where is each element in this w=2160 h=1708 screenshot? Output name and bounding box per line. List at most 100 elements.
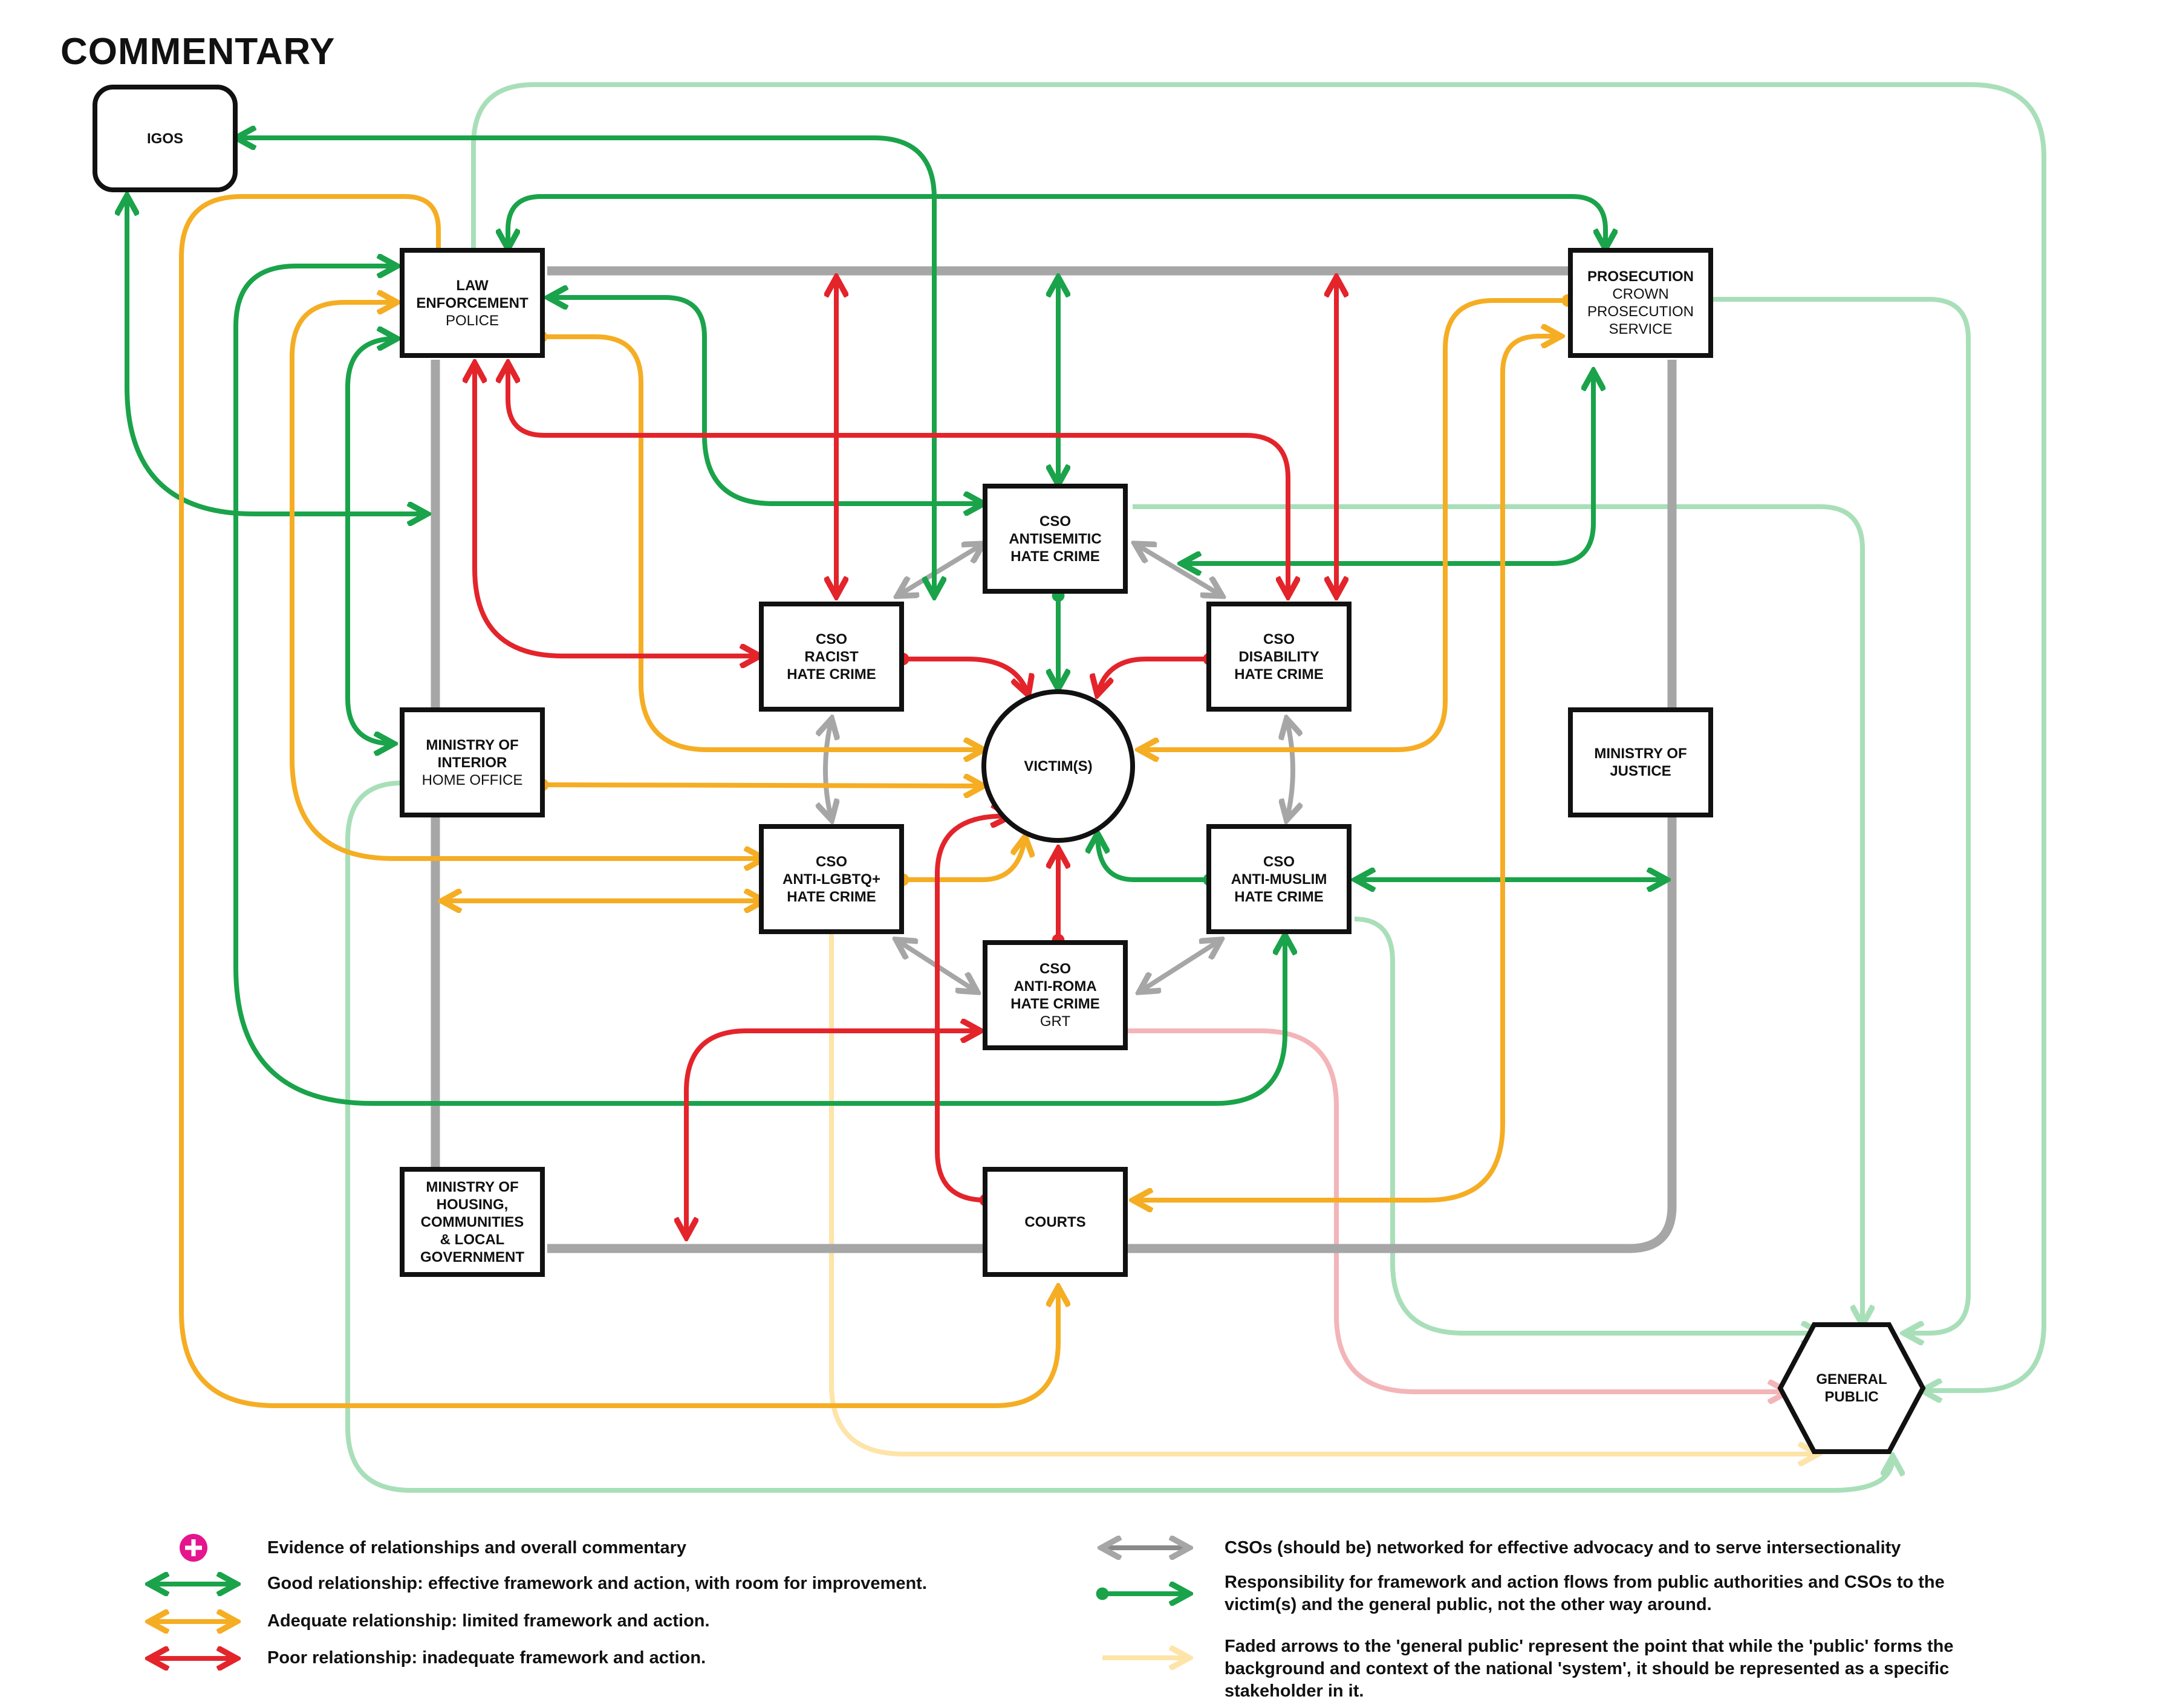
faded-arrow-law-public	[471, 82, 2046, 1391]
network-arrow-antisemitic-disability	[1136, 544, 1222, 596]
legend-poor-text: Poor relationship: inadequate framework …	[267, 1648, 706, 1667]
node-housing-line2: HOUSING,	[436, 1196, 509, 1213]
node-prosecution-line1: PROSECUTION	[1587, 268, 1694, 285]
poor-arrow-disability-victims	[1098, 659, 1209, 694]
node-victims[interactable]: VICTIM(S)	[981, 689, 1135, 843]
node-justice-line2: JUSTICE	[1610, 763, 1671, 779]
adequate-arrow-law-lgbtq	[290, 302, 763, 859]
node-interior-line3: HOME OFFICE	[421, 771, 523, 788]
node-roma-line2: ANTI-ROMA	[1013, 978, 1097, 995]
faded-arrow-antisemitic-public	[1133, 504, 1862, 1324]
legend-responsibility-line2: victim(s) and the general public, not th…	[1225, 1595, 1712, 1614]
legend-adequate-text: Adequate relationship: limited framework…	[267, 1611, 710, 1631]
good-arrow-law-antisemitic	[549, 297, 983, 504]
good-arrow-prosecution-antisemitic	[1182, 372, 1593, 563]
node-roma-line4: GRT	[1039, 1013, 1071, 1030]
node-law-line2: ENFORCEMENT	[416, 294, 529, 311]
node-prosecution-line2: CROWN	[1612, 286, 1669, 302]
adequate-arrow-lgbtq-victims	[903, 837, 1025, 880]
poor-arrow-roma-frame	[686, 1031, 980, 1236]
node-public-line2: PUBLIC	[1824, 1389, 1879, 1405]
node-prosecution-line3: PROSECUTION	[1587, 304, 1694, 320]
node-lgbtq-line3: HATE CRIME	[787, 888, 876, 905]
legend-faded-text: Faded arrows to the 'general public' rep…	[1225, 1635, 1953, 1703]
node-muslim-line2: ANTI-MUSLIM	[1231, 871, 1327, 888]
adequate-arrow-interior-victims	[542, 785, 983, 786]
node-general-public: GENERAL PUBLIC	[1777, 1321, 1927, 1455]
faded-arrow-interior-public	[345, 781, 1893, 1493]
node-cso-anti-roma[interactable]: CSO ANTI-ROMA HATE CRIME GRT	[983, 940, 1128, 1050]
node-igos-label: IGOS	[146, 130, 183, 147]
poor-arrow-racist-victims	[903, 659, 1028, 694]
node-racist-line3: HATE CRIME	[787, 666, 876, 683]
faded-arrow-muslim-public	[1354, 917, 1820, 1333]
node-justice-line1: MINISTRY OF	[1594, 745, 1687, 762]
legend-symbols	[0, 1534, 2160, 1699]
node-roma-line1: CSO	[1039, 961, 1071, 977]
node-interior-line2: INTERIOR	[437, 754, 507, 771]
good-arrow-law-interior	[345, 339, 396, 744]
legend-good-text: Good relationship: effective framework a…	[267, 1574, 927, 1593]
network-arrow-racist-lgbtq	[825, 719, 831, 819]
node-muslim-line1: CSO	[1263, 853, 1295, 870]
node-law-enforcement[interactable]: LAW ENFORCEMENT POLICE	[400, 248, 545, 358]
faded-arrow-lgbtq-public	[829, 934, 1817, 1454]
node-prosecution[interactable]: PROSECUTION CROWN PROSECUTION SERVICE	[1568, 248, 1713, 358]
node-ministry-interior[interactable]: MINISTRY OF INTERIOR HOME OFFICE	[400, 707, 545, 817]
node-housing-line4: & LOCAL	[440, 1231, 505, 1248]
node-lgbtq-line2: ANTI-LGBTQ+	[782, 871, 880, 888]
legend-responsibility-line1: Responsibility for framework and action …	[1225, 1573, 1945, 1592]
good-arrow-law-prosecution	[508, 194, 1605, 248]
poor-arrows	[475, 278, 1336, 1236]
legend-network-text: CSOs (should be) networked for effective…	[1225, 1538, 1901, 1557]
network-arrow-roma-muslim	[1140, 940, 1220, 992]
faded-arrow-roma-public	[1127, 1028, 1787, 1392]
node-disability-line1: CSO	[1263, 631, 1295, 648]
evidence-icon	[180, 1534, 207, 1562]
page-title: COMMENTARY	[60, 31, 336, 73]
node-victims-label: VICTIM(S)	[1024, 758, 1093, 774]
good-arrow-muslim-victims	[1098, 834, 1209, 880]
network-arrow-disability-muslim	[1287, 719, 1293, 819]
node-disability-line2: DISABILITY	[1238, 648, 1319, 665]
node-ministry-housing[interactable]: MINISTRY OF HOUSING, COMMUNITIES & LOCAL…	[400, 1167, 545, 1277]
node-igos[interactable]: IGOS	[93, 85, 238, 192]
node-cso-anti-lgbtq[interactable]: CSO ANTI-LGBTQ+ HATE CRIME	[759, 824, 904, 934]
legend-evidence-text: Evidence of relationships and overall co…	[267, 1538, 686, 1557]
node-cso-racist[interactable]: CSO RACIST HATE CRIME	[759, 602, 904, 712]
node-law-line3: POLICE	[445, 312, 499, 329]
node-roma-line3: HATE CRIME	[1010, 996, 1100, 1012]
node-interior-line1: MINISTRY OF	[426, 736, 519, 753]
node-public-line1: GENERAL	[1816, 1371, 1887, 1388]
poor-arrow-law-racist	[475, 364, 759, 656]
good-arrow-igos-antisemitic	[237, 138, 934, 596]
adequate-arrow-law-victims	[541, 337, 983, 750]
node-antisemitic-line1: CSO	[1039, 513, 1071, 530]
legend-faded-line1: Faded arrows to the 'general public' rep…	[1225, 1637, 1954, 1656]
network-arrow-racist-antisemitic	[898, 544, 983, 596]
node-housing-line5: GOVERNMENT	[420, 1249, 524, 1265]
node-cso-antisemitic[interactable]: CSO ANTISEMITIC HATE CRIME	[983, 484, 1128, 594]
node-lgbtq-line1: CSO	[815, 853, 847, 870]
node-racist-line2: RACIST	[804, 648, 859, 665]
faded-arrow-prosecution-public	[1713, 297, 1971, 1333]
legend-faded-line3: stakeholder in it.	[1225, 1681, 1364, 1701]
adequate-arrow-law-courts	[179, 194, 1058, 1408]
node-racist-line1: CSO	[815, 631, 847, 648]
node-antisemitic-line2: ANTISEMITIC	[1009, 530, 1102, 547]
adequate-arrow-prosecution-courts	[1134, 336, 1560, 1200]
node-muslim-line3: HATE CRIME	[1234, 888, 1324, 905]
node-law-line1: LAW	[456, 277, 489, 294]
node-cso-anti-muslim[interactable]: CSO ANTI-MUSLIM HATE CRIME	[1206, 824, 1352, 934]
node-antisemitic-line3: HATE CRIME	[1010, 548, 1100, 565]
good-arrow-igos-interior	[127, 196, 426, 514]
node-general-public-hexagon[interactable]	[1777, 1321, 1927, 1455]
poor-arrow-law-disability	[508, 364, 1288, 596]
node-cso-disability[interactable]: CSO DISABILITY HATE CRIME	[1206, 602, 1352, 712]
node-ministry-justice[interactable]: MINISTRY OF JUSTICE	[1568, 707, 1713, 817]
node-prosecution-line4: SERVICE	[1609, 321, 1673, 337]
node-courts[interactable]: COURTS	[983, 1167, 1128, 1277]
adequate-arrows	[179, 194, 1568, 1408]
node-courts-label: COURTS	[1024, 1213, 1086, 1230]
legend-responsibility-text: Responsibility for framework and action …	[1225, 1571, 1945, 1616]
